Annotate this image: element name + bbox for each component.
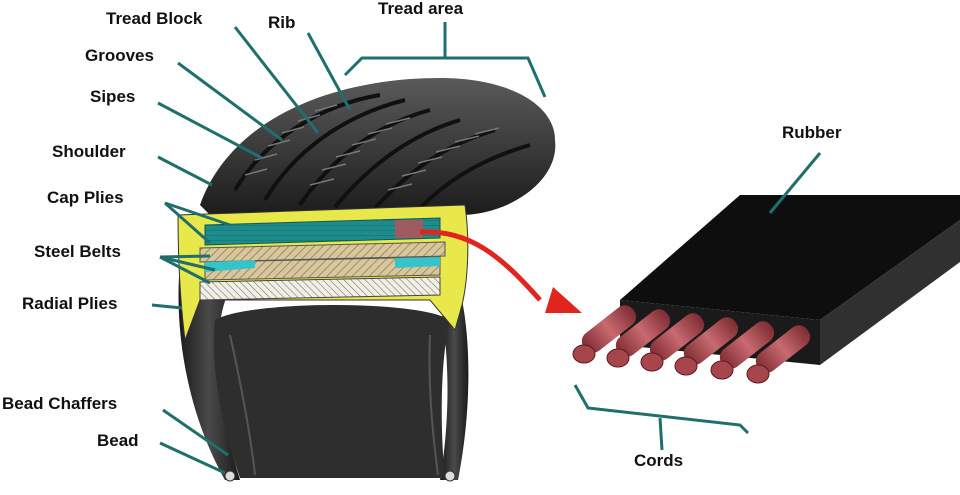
leader-steel-belts-a xyxy=(159,254,211,259)
tire-inner-liner xyxy=(213,305,450,478)
leader-cap-plies-b xyxy=(164,201,211,245)
cord xyxy=(606,309,671,368)
cord xyxy=(640,313,705,372)
rubber-block-illustration xyxy=(572,195,960,384)
label-tread-block: Tread Block xyxy=(106,9,203,28)
label-rib: Rib xyxy=(268,13,296,32)
cap-ply-highlight xyxy=(395,220,423,238)
steel-belt-lower xyxy=(204,256,441,281)
leader-shoulder xyxy=(157,155,213,187)
label-steel-belts: Steel Belts xyxy=(34,242,121,261)
label-sipes: Sipes xyxy=(90,87,136,106)
bead-left xyxy=(224,470,236,482)
label-rubber: Rubber xyxy=(782,123,842,142)
rubber-block-top xyxy=(620,195,960,320)
radial-ply-layer xyxy=(199,276,441,301)
tire-illustration xyxy=(177,78,556,482)
steel-belt-accent-right xyxy=(395,257,440,268)
leader-lines xyxy=(151,22,822,475)
label-cap-plies: Cap Plies xyxy=(47,188,124,207)
bead-right xyxy=(444,470,456,482)
leader-sipes xyxy=(157,101,263,160)
label-shoulder: Shoulder xyxy=(52,142,126,161)
tire-sidewall-right xyxy=(440,300,469,480)
cord xyxy=(746,325,811,384)
label-cords: Cords xyxy=(634,451,684,470)
leader-cords xyxy=(658,417,664,451)
red-curved-arrow-icon xyxy=(419,229,582,313)
leader-tread-block xyxy=(233,26,320,134)
tire-tread-crown xyxy=(200,78,556,215)
leader-steel-belts-b xyxy=(159,255,216,272)
leader-rib xyxy=(306,32,352,111)
label-bead-chaffers: Bead Chaffers xyxy=(2,394,118,413)
cords-group xyxy=(572,305,811,384)
leader-radial-plies xyxy=(151,303,183,310)
label-bead: Bead xyxy=(97,431,139,450)
leader-steel-belts-c xyxy=(159,255,211,285)
steel-belt-accent-left xyxy=(205,260,255,272)
cord xyxy=(572,305,637,364)
leader-bead xyxy=(159,441,226,475)
leader-bead-chaffers xyxy=(162,408,229,457)
label-radial-plies: Radial Plies xyxy=(22,294,118,313)
label-tread-area: Tread area xyxy=(378,0,464,18)
cord xyxy=(674,317,739,376)
leader-rubber xyxy=(768,152,822,214)
label-grooves: Grooves xyxy=(85,46,154,65)
bracket-cords xyxy=(573,384,750,435)
tread-sipes xyxy=(244,104,500,191)
leader-grooves xyxy=(177,61,283,142)
rubber-block-side xyxy=(820,220,960,365)
cord xyxy=(710,321,775,380)
leader-cap-plies-a xyxy=(164,201,231,227)
